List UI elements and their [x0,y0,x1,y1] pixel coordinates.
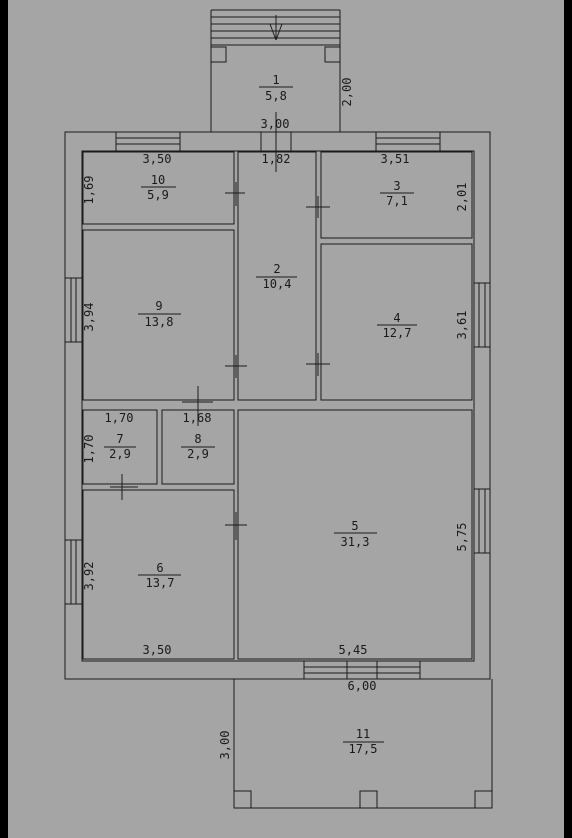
room-2-area: 10,4 [263,277,292,291]
dim-room6-width: 3,50 [143,643,172,657]
room-5-area: 31,3 [341,535,370,549]
dim-room10-width: 3,50 [143,152,172,166]
dim-room5-height: 5,75 [455,523,469,552]
room-6-number: 6 [156,561,163,575]
dim-room6-height: 3,92 [82,562,96,591]
room-7-outline [82,409,158,485]
room-11-area: 17,5 [349,742,378,756]
room-9-number: 9 [155,299,162,313]
room-8-number: 8 [194,432,201,446]
dim-room7-width: 1,70 [105,411,134,425]
room-4-outline [320,243,473,401]
room-3-number: 3 [393,179,400,193]
room-11-number: 11 [356,727,370,741]
door-marks [110,182,330,540]
entry-arrow-icon [269,15,283,41]
room-4-number: 4 [393,311,400,325]
room-5-number: 5 [351,519,358,533]
window-bottom [303,660,421,680]
dim-room3-height: 2,01 [455,183,469,212]
room-4-area: 12,7 [383,326,412,340]
dim-terrace-width: 6,00 [348,679,377,693]
window-right-lower [473,488,491,554]
room-label-bars [104,86,417,743]
room-7-area: 2,9 [109,447,131,461]
dim-room8-width: 1,68 [183,411,212,425]
window-left-lower [64,539,83,605]
room-1-area: 5,8 [265,89,287,103]
dim-room5-width: 5,45 [339,643,368,657]
dim-porch-height: 2,00 [340,78,354,107]
dim-room10-height: 1,69 [82,176,96,205]
room-6-outline [82,489,235,660]
room-3-outline [320,151,473,239]
room-9-outline [82,229,235,401]
room-1-number: 1 [272,73,279,87]
dim-room7-height: 1,70 [82,435,96,464]
dim-room3-width: 3,51 [381,152,410,166]
room-8-area: 2,9 [187,447,209,461]
dim-room9-height: 3,94 [82,303,96,332]
room-3-area: 7,1 [386,194,408,208]
room-10-outline [82,151,235,225]
dim-room4-height: 3,61 [455,311,469,340]
room-2-number: 2 [273,262,280,276]
window-top-right [375,131,441,152]
room-6-area: 13,7 [146,576,175,590]
room-10-number: 10 [151,173,165,187]
entrance-door [260,112,292,172]
terrace [233,679,493,809]
dim-room2-width: 1,82 [262,152,291,166]
room-7-number: 7 [116,432,123,446]
room-10-area: 5,9 [147,188,169,202]
window-top-left [115,131,181,152]
room-2-outline [237,151,317,401]
window-left-upper [64,277,83,343]
dim-porch-width: 3,00 [261,117,290,131]
window-right-upper [473,282,491,348]
dim-terrace-height: 3,00 [218,731,232,760]
plan-background [8,0,564,838]
room-5-outline [237,409,473,660]
room-9-area: 13,8 [145,315,174,329]
